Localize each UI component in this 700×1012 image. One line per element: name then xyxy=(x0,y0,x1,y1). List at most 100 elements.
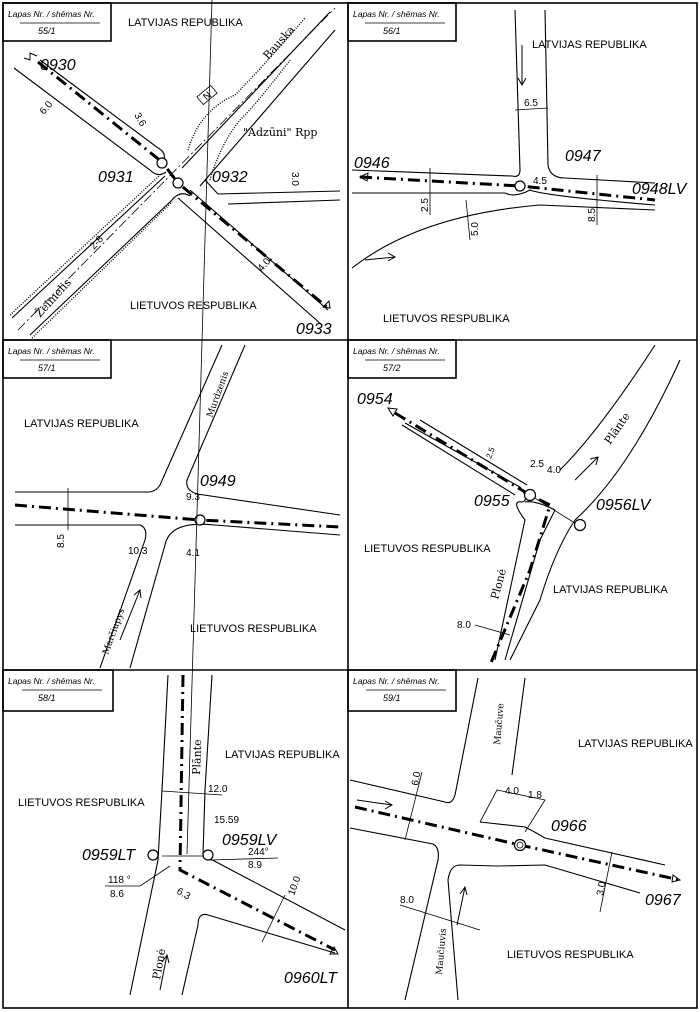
point-label: 0948LV xyxy=(632,181,688,198)
country-label: LATVIJAS REPUBLIKA xyxy=(553,584,668,596)
boundary-point-marker xyxy=(194,514,206,526)
country-label: LIETUVOS RESPUBLIKA xyxy=(507,949,634,961)
country-label: LIETUVOS RESPUBLIKA xyxy=(364,543,491,555)
sign-box xyxy=(196,84,218,106)
dimension: 4.5 xyxy=(533,176,547,187)
dimension: 3.6 xyxy=(131,111,148,129)
sheet-header xyxy=(347,669,457,712)
point-label: 0967 xyxy=(645,892,682,909)
dimension: 15.59 xyxy=(214,815,239,826)
dimension: 9.3 xyxy=(186,492,200,503)
sheet-number: 57/1 xyxy=(38,363,56,373)
dimension: 10.0 xyxy=(286,875,303,897)
panel-57-1: Lapas Nr. / shēmas Nr. 57/1 LATVIJAS REP… xyxy=(2,339,341,669)
road-name: Murdzenis xyxy=(205,370,231,419)
svg-text:Lapas Nr. / shēmas Nr.: Lapas Nr. / shēmas Nr. xyxy=(8,676,95,686)
boundary-point-marker xyxy=(172,177,184,189)
dimension: 1.8 xyxy=(528,790,542,801)
dimension: 4.1 xyxy=(186,548,200,559)
svg-text:N: N xyxy=(201,90,214,103)
dimension: 3.0 xyxy=(289,172,300,186)
place-name: "Adzūni" Rpp xyxy=(243,126,317,139)
dimension: 6.0 xyxy=(38,99,56,117)
road-name: Maučiuvis xyxy=(434,927,449,975)
dimension: 8.5 xyxy=(587,208,598,222)
road-name: Plānte xyxy=(190,739,204,775)
point-label: 0949 xyxy=(200,473,236,490)
point-label: 0946 xyxy=(354,155,390,172)
svg-text:Lapas Nr. / shēmas Nr.: Lapas Nr. / shēmas Nr. xyxy=(8,346,95,356)
dimension: 2.5 xyxy=(420,198,431,212)
point-label: 0956LV xyxy=(596,497,652,514)
point-label: 0954 xyxy=(357,391,393,408)
country-label: LATVIJAS REPUBLIKA xyxy=(578,738,693,750)
sheet-header xyxy=(347,2,457,42)
point-label: 0960LT xyxy=(284,970,338,987)
dimension: 244° xyxy=(248,847,269,858)
country-label: LIETUVOS RESPUBLIKA xyxy=(383,313,510,325)
svg-text:Lapas Nr. / shēmas Nr.: Lapas Nr. / shēmas Nr. xyxy=(353,346,440,356)
svg-text:Lapas Nr. / shēmas Nr.: Lapas Nr. / shēmas Nr. xyxy=(353,9,440,19)
country-label: LATVIJAS REPUBLIKA xyxy=(532,39,647,51)
dimension: 5.0 xyxy=(470,222,481,236)
boundary-point-marker xyxy=(514,180,526,192)
dimension: 8.9 xyxy=(248,860,262,871)
road-name: Maučuve xyxy=(492,703,507,745)
boundary-point-marker xyxy=(202,849,214,861)
point-label: 0930 xyxy=(40,57,76,74)
dimension: 4.0 xyxy=(547,465,561,476)
country-label: LATVIJAS REPUBLIKA xyxy=(128,17,243,29)
panel-58-1: Lapas Nr. / shēmas Nr. 58/1 LATVIJAS REP… xyxy=(2,0,346,996)
country-label: LIETUVOS RESPUBLIKA xyxy=(190,623,317,635)
boundary-point-marker xyxy=(573,518,587,532)
point-label: 0932 xyxy=(212,169,248,186)
dimension: 8.6 xyxy=(110,889,124,900)
panel-56-1: Lapas Nr. / shēmas Nr. 56/1 LATVIJAS REP… xyxy=(347,2,688,325)
dimension: 12.0 xyxy=(208,784,228,795)
dimension: 10.3 xyxy=(128,546,148,557)
road-name: Plonė xyxy=(150,948,168,981)
dimension: 8.0 xyxy=(400,895,414,906)
country-label: LIETUVOS RESPUBLIKA xyxy=(130,300,257,312)
country-label: LATVIJAS REPUBLIKA xyxy=(24,418,139,430)
road-name: Plonė xyxy=(488,567,509,600)
country-label: LATVIJAS REPUBLIKA xyxy=(225,749,340,761)
point-label: 0947 xyxy=(565,148,602,165)
sheet-number: 59/1 xyxy=(383,693,401,703)
dimension: 2-8 xyxy=(88,234,106,252)
dimension: 3.0 xyxy=(595,880,608,896)
point-label: 0959LV xyxy=(222,832,278,849)
sheet-header xyxy=(2,2,112,42)
panel-59-1: Lapas Nr. / shēmas Nr. 59/1 LATVIJAS REP… xyxy=(347,669,693,1001)
boundary-line xyxy=(37,60,329,310)
point-label: 0966 xyxy=(551,818,587,835)
point-label: 0931 xyxy=(98,169,134,186)
dimension: 2.5 xyxy=(530,459,544,470)
dimension: 6.5 xyxy=(524,98,538,109)
sheet-header xyxy=(2,339,112,379)
sheet-header xyxy=(347,339,457,379)
boundary-point-marker xyxy=(147,849,159,861)
sheet-header xyxy=(2,669,114,712)
panel-57-2: Lapas Nr. / shēmas Nr. 57/2 LIETUVOS RES… xyxy=(347,339,681,666)
panel-55-1: Lapas Nr. / shēmas Nr. 55/1 LATVIJAS REP… xyxy=(2,2,341,339)
country-label: LIETUVOS RESPUBLIKA xyxy=(18,797,145,809)
dimension: 6.3 xyxy=(175,886,193,903)
sheet-number: 57/2 xyxy=(383,363,401,373)
point-label: 0955 xyxy=(474,493,510,510)
point-label: 0959LT xyxy=(82,847,136,864)
road-name: Bauska xyxy=(261,23,298,62)
dimension: 8.0 xyxy=(457,620,471,631)
sheet-number: 56/1 xyxy=(383,26,401,36)
sheet-number: 55/1 xyxy=(38,26,56,36)
sheet-number: 58/1 xyxy=(38,693,56,703)
dimension: 8.5 xyxy=(56,534,67,548)
boundary-point-marker xyxy=(156,157,168,169)
boundary-point-marker xyxy=(523,488,537,502)
dimension: 2.5 xyxy=(484,446,496,460)
sheet-header-label: Lapas Nr. / shēmas Nr. xyxy=(8,9,95,19)
boundary-point-marker xyxy=(513,838,527,852)
dimension: 4.0 xyxy=(505,786,519,797)
dimension: 6.0 xyxy=(410,770,423,786)
